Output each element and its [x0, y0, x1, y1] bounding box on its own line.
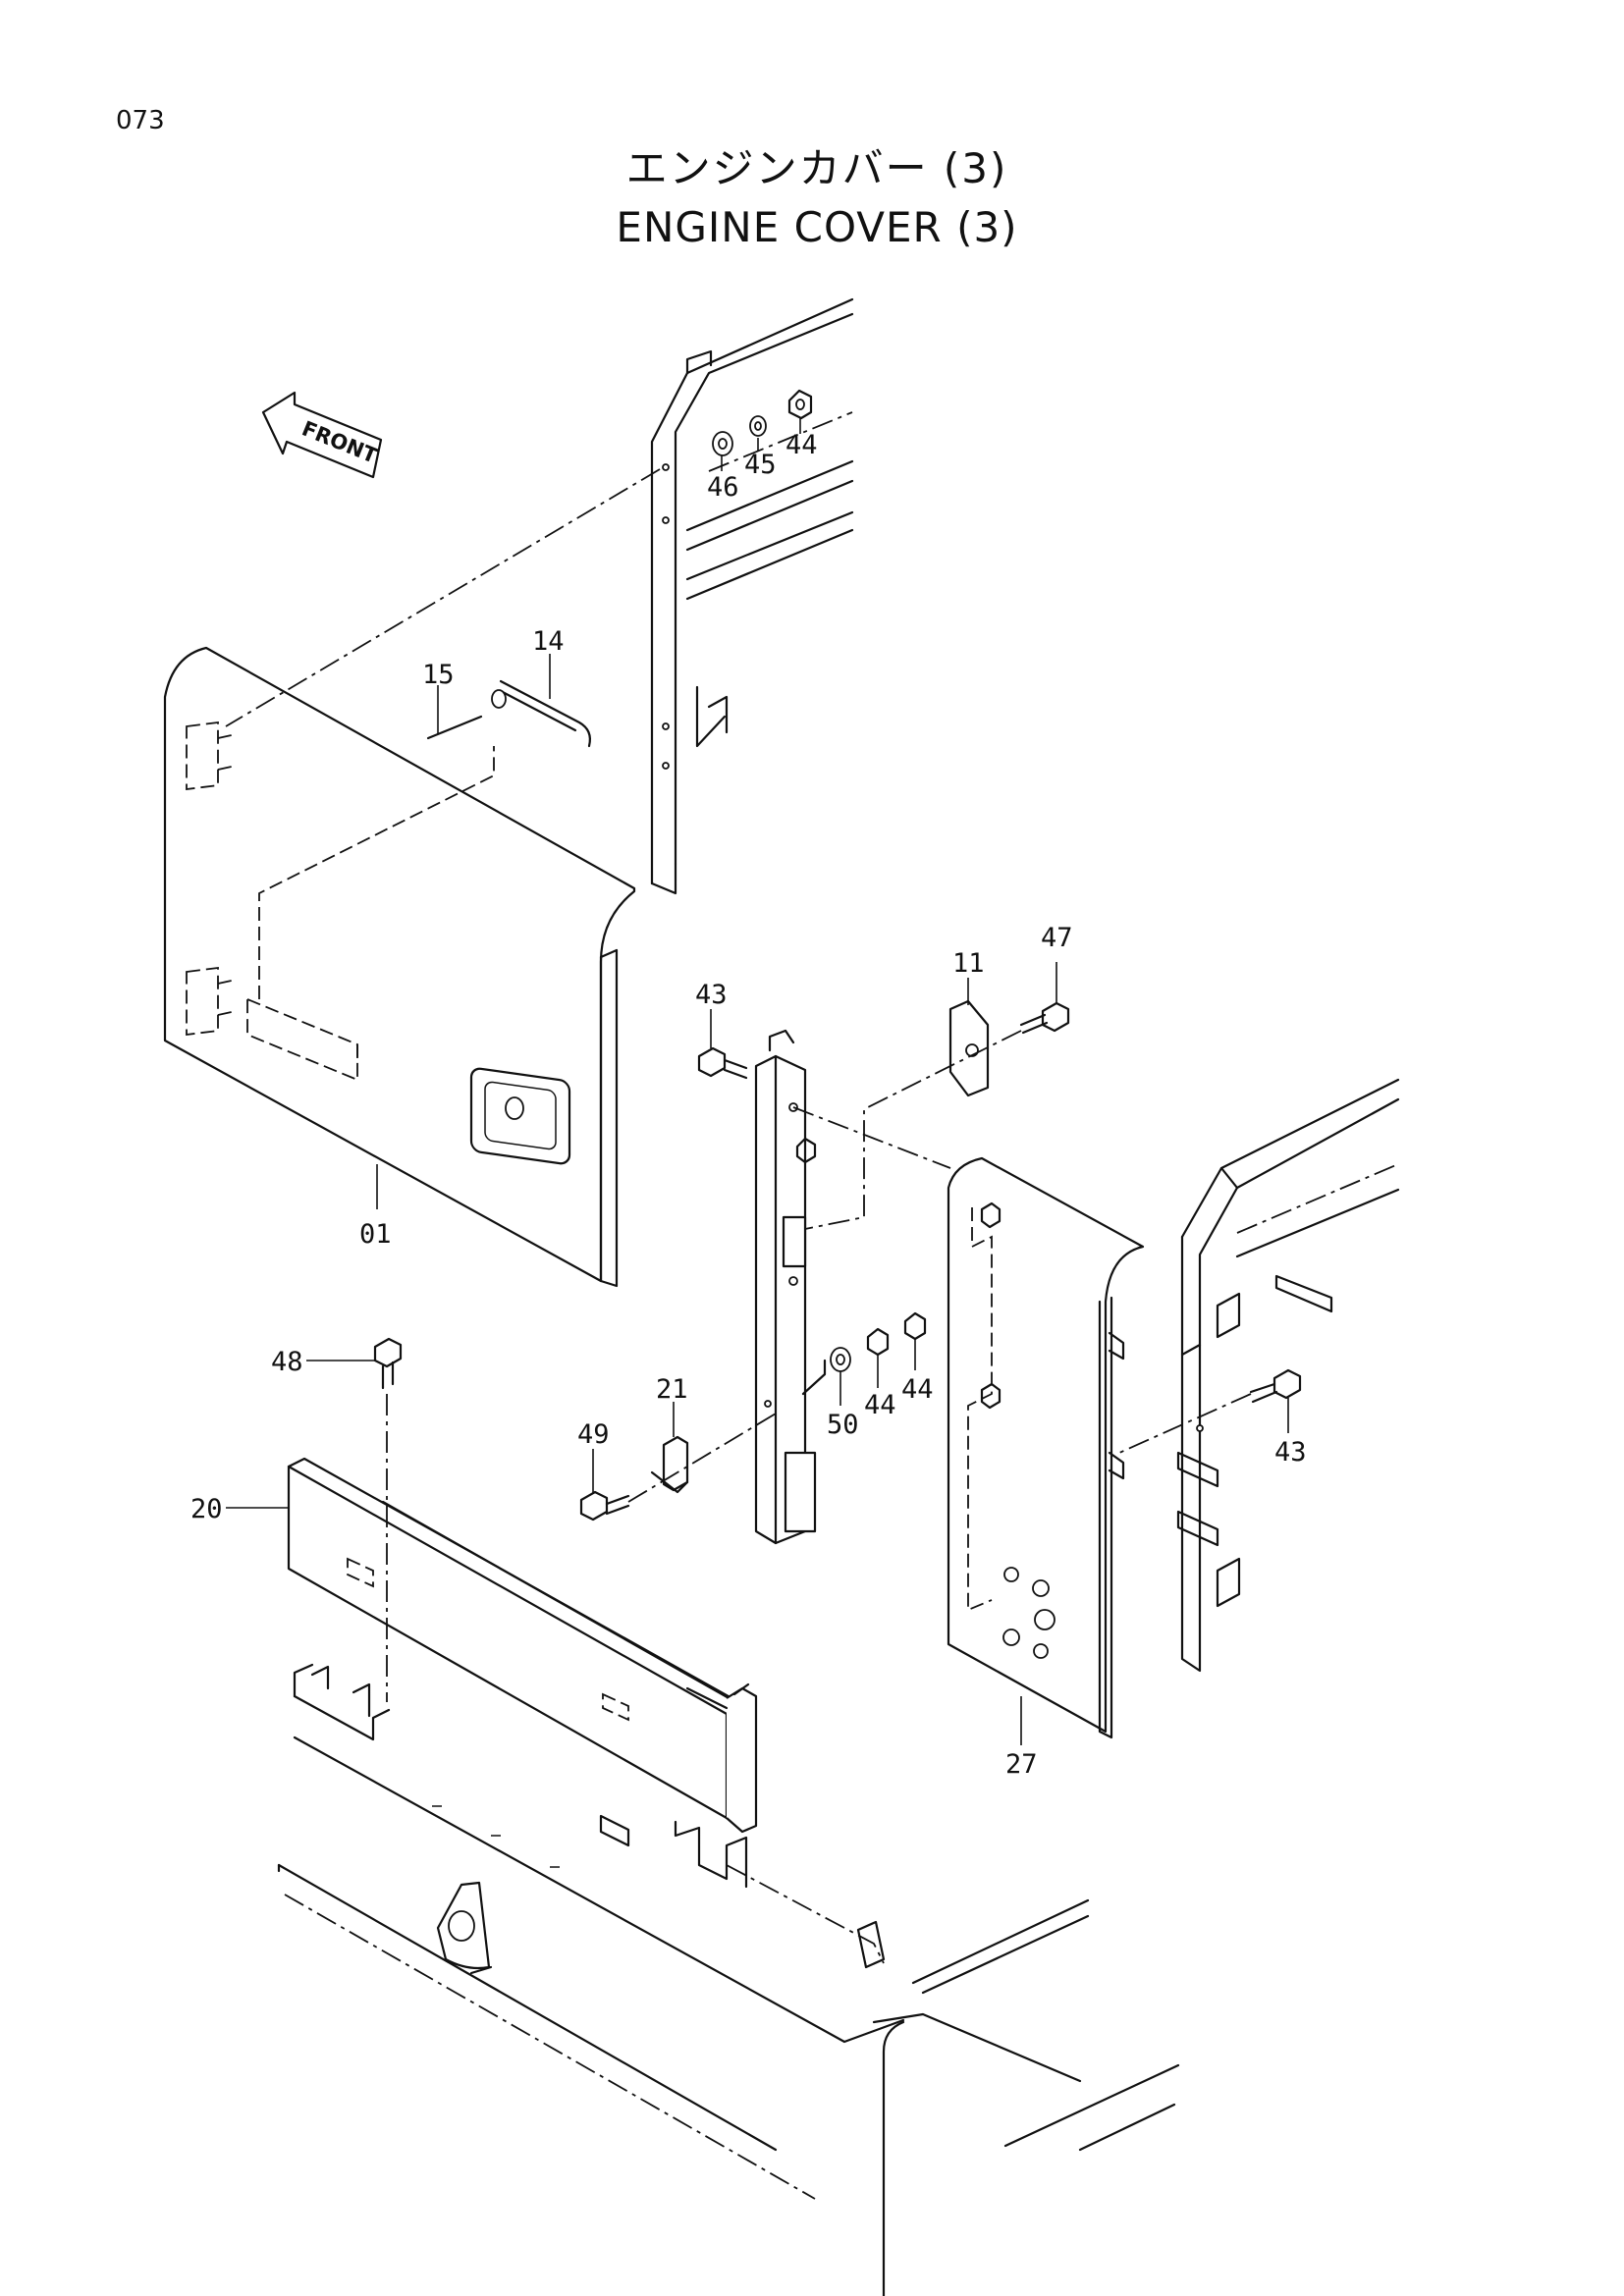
- callout-label: 50: [827, 1410, 859, 1440]
- callout-49: 49: [577, 1419, 610, 1494]
- callout-44-mid-b: 44: [901, 1339, 934, 1405]
- clip-21: [650, 1435, 689, 1494]
- callout-label: 48: [271, 1347, 303, 1377]
- callout-15: 15: [422, 660, 455, 734]
- callout-47: 47: [1041, 923, 1073, 1003]
- callout-50: 50: [827, 1371, 859, 1440]
- bolt-48: [373, 1337, 403, 1390]
- callout-label: 46: [707, 472, 739, 503]
- callout-label: 01: [359, 1219, 392, 1250]
- callout-01: 01: [359, 1164, 392, 1250]
- vertical-support-column: [754, 1029, 817, 1545]
- front-arrow-icon: FRONT: [261, 391, 383, 479]
- bracket-11: [948, 999, 990, 1097]
- callout-label: 47: [1041, 923, 1073, 953]
- callout-label: 43: [1274, 1437, 1307, 1468]
- callout-48: 48: [271, 1347, 375, 1377]
- callout-14: 14: [532, 626, 565, 699]
- lower-base-frame: [277, 1663, 1180, 2296]
- alignment-line: [1118, 1393, 1252, 1454]
- callout-label: 43: [695, 980, 728, 1010]
- callout-label: 14: [532, 626, 565, 657]
- callout-44-mid-a: 44: [864, 1355, 896, 1420]
- callout-21: 21: [656, 1374, 688, 1437]
- door-panel-01: [163, 646, 636, 1288]
- title-english: ENGINE COVER (3): [616, 203, 1018, 251]
- alignment-line: [225, 468, 661, 727]
- callout-43-right: 43: [1274, 1398, 1307, 1468]
- callout-46: 46: [707, 455, 739, 503]
- page-number: 073: [116, 106, 165, 135]
- callout-43-left: 43: [695, 980, 728, 1048]
- title-japanese: エンジンカバー (3): [625, 144, 1008, 192]
- callout-label: 21: [656, 1374, 688, 1405]
- callout-label: 44: [864, 1390, 896, 1420]
- title-block: エンジンカバー (3) ENGINE COVER (3): [0, 135, 1624, 251]
- bolt-43-right: [1249, 1368, 1302, 1404]
- callout-20: 20: [190, 1494, 289, 1524]
- callout-label: 11: [952, 948, 985, 979]
- bolt-43-left: [697, 1046, 748, 1080]
- callout-11: 11: [952, 948, 985, 1005]
- callout-label: 44: [785, 430, 818, 460]
- alignment-line: [627, 1413, 777, 1503]
- callout-44-top: 44: [785, 418, 818, 460]
- bolt-49: [579, 1490, 630, 1522]
- rod-14: [426, 679, 591, 748]
- callout-label: 15: [422, 660, 455, 690]
- bolt-47: [1019, 1001, 1070, 1035]
- callout-label: 49: [577, 1419, 610, 1450]
- callout-45: 45: [744, 438, 777, 480]
- upper-frame: [650, 297, 854, 895]
- alignment-line: [804, 1030, 1022, 1230]
- side-panel-27: [947, 1156, 1145, 1739]
- callout-label: 27: [1005, 1749, 1038, 1780]
- callout-label: 45: [744, 450, 777, 480]
- alignment-line: [792, 1106, 951, 1169]
- callout-label: 44: [901, 1374, 934, 1405]
- right-frame: [1176, 1078, 1400, 1673]
- bottom-cover-20: [287, 1457, 758, 1834]
- callout-label: 20: [190, 1494, 223, 1524]
- callout-27: 27: [1005, 1696, 1038, 1780]
- fasteners-middle: [801, 1311, 927, 1396]
